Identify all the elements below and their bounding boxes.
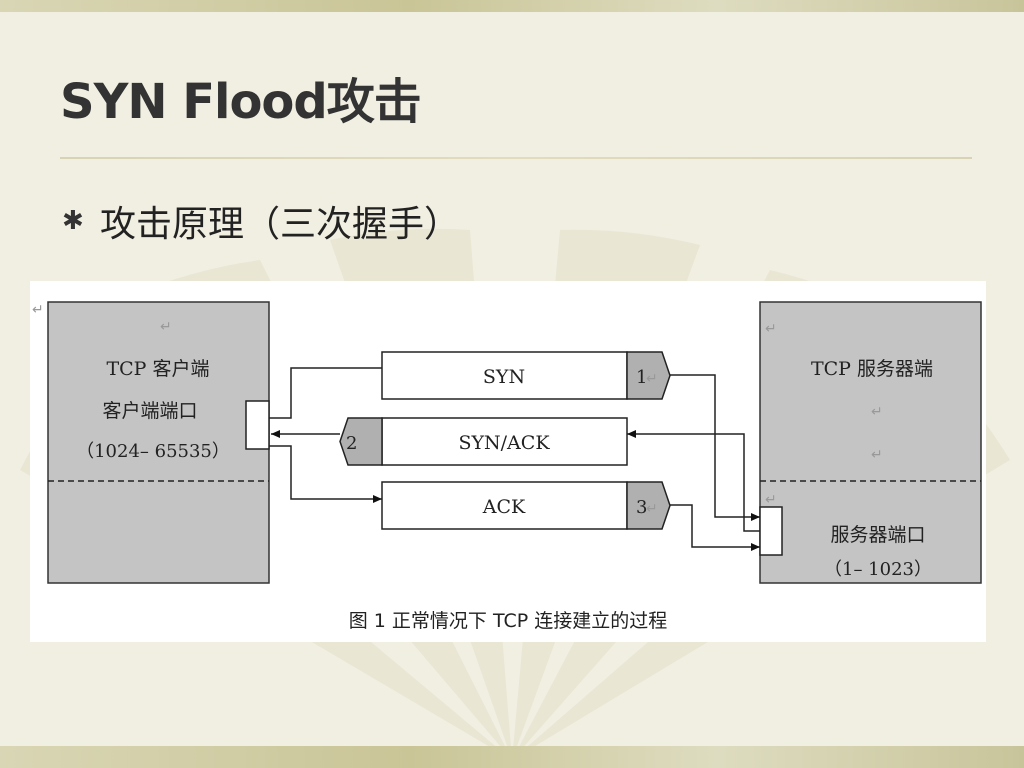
syn-line-client-side [269, 367, 382, 419]
tcp-handshake-figure: ↵ ↵ TCP 客户端 客户端端口 （1024– 65535） ↵ TCP 服务… [30, 281, 986, 642]
paragraph-mark: ↵ [646, 371, 658, 387]
paragraph-mark: ↵ [765, 321, 777, 337]
step-2-tag [339, 417, 383, 466]
syn-arrow-to-server [670, 374, 760, 521]
paragraph-mark: ↵ [871, 447, 883, 463]
bottom-decorative-band [0, 746, 1024, 768]
client-port-label: 客户端端口 [102, 400, 197, 422]
bullet-subheading: 攻击原理（三次握手） [100, 204, 461, 245]
step-3-number: 3 [636, 497, 647, 518]
paragraph-mark: ↵ [160, 319, 172, 335]
client-port-range: （1024– 65535） [76, 441, 230, 462]
handshake-diagram: ↵ ↵ TCP 客户端 客户端端口 （1024– 65535） ↵ TCP 服务… [32, 301, 982, 632]
ack-label: ACK [482, 496, 526, 518]
server-port-connector [759, 506, 783, 556]
slide-title: SYN Flood攻击 [60, 74, 422, 130]
step-3-tag [626, 481, 671, 530]
bullet-icon: ✱ [62, 206, 84, 236]
syn-label: SYN [483, 366, 525, 388]
synack-message-box [381, 417, 628, 466]
ack-arrow-to-server [670, 504, 760, 551]
server-name: TCP 服务器端 [811, 358, 933, 380]
synack-line-server-side [627, 430, 760, 532]
step-2-number: 2 [346, 433, 357, 454]
client-name: TCP 客户端 [106, 358, 209, 380]
step-1-tag [626, 351, 671, 400]
paragraph-mark: ↵ [765, 492, 777, 508]
paragraph-mark: ↵ [646, 501, 658, 517]
top-decorative-band [0, 0, 1024, 12]
ack-message-box [381, 481, 628, 530]
step-1-number: 1 [636, 367, 647, 388]
paragraph-mark: ↵ [871, 404, 883, 420]
paragraph-mark: ↵ [32, 302, 44, 318]
ack-line-client-side [269, 445, 382, 503]
synack-label: SYN/ACK [458, 432, 550, 454]
server-port-label: 服务器端口 [830, 524, 925, 546]
server-port-range: （1– 1023） [824, 559, 932, 580]
client-port-connector [245, 400, 270, 450]
server-box [759, 301, 982, 584]
title-divider [60, 157, 972, 159]
figure-caption: 图 1 正常情况下 TCP 连接建立的过程 [349, 610, 667, 632]
